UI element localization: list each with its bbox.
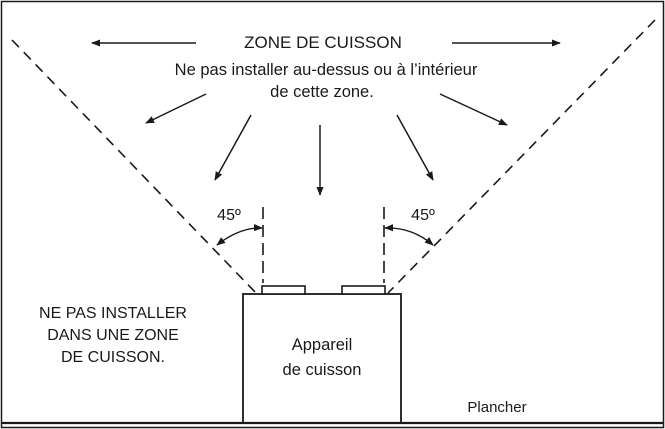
arrow-down-right: [396, 114, 434, 181]
floor-label: Plancher: [467, 399, 526, 416]
appliance-label-line1: Appareil: [292, 336, 353, 354]
zone-boundary-left: [11, 39, 257, 294]
zone-description-line1: Ne pas installer au-dessus ou à l’intéri…: [175, 61, 478, 79]
burner-right: [341, 285, 386, 295]
warning-line-3: DE CUISSON.: [61, 349, 165, 366]
warning-line-1: NE PAS INSTALLER: [39, 305, 187, 322]
zone-title: ZONE DE CUISSON: [244, 33, 402, 52]
angle-arc-right: [384, 224, 434, 246]
arrow-down-far-right: [439, 93, 508, 126]
warning-line-2: DANS UNE ZONE: [47, 327, 179, 344]
angle-label-left: 45º: [217, 207, 241, 224]
burner-left: [261, 285, 306, 295]
angle-arc-left: [216, 224, 263, 246]
arrow-down-left: [214, 114, 252, 181]
zone-description-line2: de cette zone.: [270, 83, 374, 101]
zone-boundary-right: [387, 19, 656, 294]
appliance-label-line2: de cuisson: [283, 361, 362, 379]
angle-label-right: 45º: [411, 207, 435, 224]
arrow-down-far-left: [145, 93, 207, 124]
appliance-body: [242, 293, 402, 424]
